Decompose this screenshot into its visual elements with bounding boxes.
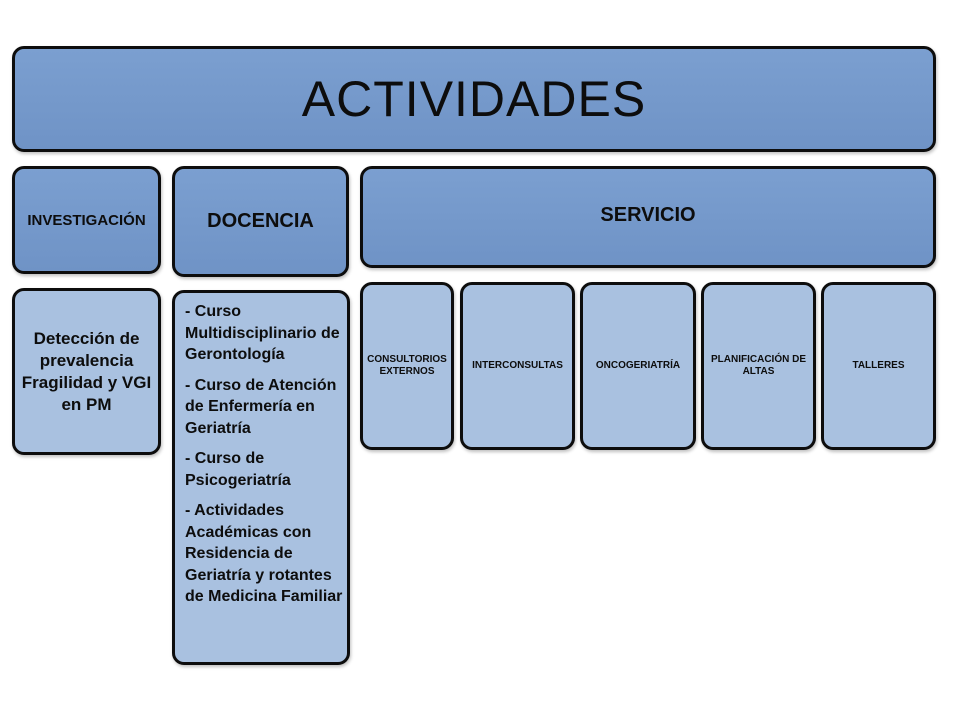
docencia-header: DOCENCIA	[207, 210, 314, 232]
servicio-header-box: SERVICIO	[360, 166, 936, 268]
title-box: ACTIVIDADES	[12, 46, 936, 152]
servicio-item-label: ONCOGERIATRÍA	[595, 360, 681, 371]
servicio-item-label: PLANIFICACIÓN DE ALTAS	[711, 354, 806, 377]
docencia-body-box: - Curso Multidisciplinario de Gerontolog…	[172, 290, 350, 665]
servicio-item-planificacion-de-altas: PLANIFICACIÓN DE ALTAS	[701, 282, 816, 450]
servicio-header: SERVICIO	[600, 203, 696, 226]
investigacion-header: INVESTIGACIÓN	[27, 211, 146, 229]
docencia-header-box: DOCENCIA	[172, 166, 349, 277]
docencia-item: - Curso de Atención de Enfermería en Ger…	[185, 376, 337, 437]
investigacion-body: Detección de prevalencia Fragilidad y VG…	[21, 328, 152, 414]
investigacion-body-box: Detección de prevalencia Fragilidad y VG…	[12, 288, 161, 455]
servicio-item-interconsultas: INTERCONSULTAS	[460, 282, 575, 450]
servicio-item-talleres: TALLERES	[821, 282, 936, 450]
servicio-item-oncogeriatria: ONCOGERIATRÍA	[580, 282, 696, 450]
servicio-item-consultorios-externos: CONSULTORIOS EXTERNOS	[360, 282, 454, 450]
servicio-item-label: TALLERES	[852, 360, 905, 371]
docencia-item: - Curso de Psicogeriatría	[185, 450, 291, 489]
docencia-item: - Actividades Académicas con Residencia …	[185, 502, 343, 605]
servicio-item-label: INTERCONSULTAS	[472, 360, 563, 371]
diagram-title: ACTIVIDADES	[301, 71, 647, 127]
investigacion-header-box: INVESTIGACIÓN	[12, 166, 161, 274]
docencia-item: - Curso Multidisciplinario de Gerontolog…	[185, 303, 340, 363]
servicio-item-label: CONSULTORIOS EXTERNOS	[367, 354, 447, 377]
docencia-list: - Curso Multidisciplinario de Gerontolog…	[185, 301, 343, 608]
